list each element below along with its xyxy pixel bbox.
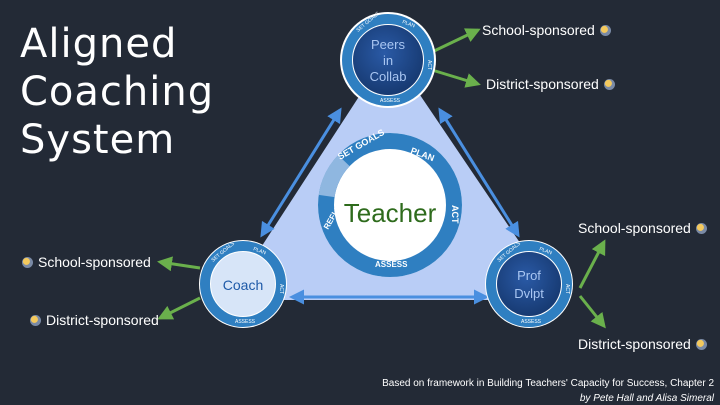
bullet-icon: [30, 314, 41, 326]
right-school-label: School-sponsored: [578, 220, 707, 236]
slide-title: Aligned Coaching System: [20, 20, 214, 164]
coach-cycle-act: ACT: [278, 284, 284, 294]
bullet-icon: [695, 338, 707, 350]
arrow-top-district: [431, 68, 481, 88]
bullet-icon: [22, 256, 33, 268]
coach-node: SET GOALS PLAN ACT ASSESS Coach: [199, 240, 287, 328]
coach-cycle-assess: ASSESS: [235, 319, 256, 325]
source-authors: by Pete Hall and Alisa Simeral: [579, 393, 714, 404]
prof-cycle-assess: ASSESS: [521, 319, 542, 325]
bullet-icon: [603, 78, 615, 90]
bullet-icon: [599, 24, 611, 36]
peers-node: SET GOALS PLAN ACT ASSESS Peers in Colla…: [340, 10, 436, 108]
prof-line-1: Prof: [517, 268, 541, 283]
coach-cycle-plan: PLAN: [252, 246, 267, 256]
peers-line-3: Collab: [370, 69, 407, 84]
peers-line-1: Peers: [371, 37, 405, 52]
coach-label: Coach: [223, 277, 263, 293]
left-school-label: School-sponsored: [22, 254, 151, 270]
left-district-text: District-sponsored: [46, 312, 159, 328]
peers-cycle-plan: PLAN: [401, 19, 416, 29]
top-school-text: School-sponsored: [482, 22, 595, 38]
prof-line-2: Dvlpt: [514, 286, 544, 301]
top-district-text: District-sponsored: [486, 76, 599, 92]
right-district-label: District-sponsored: [578, 336, 707, 352]
prof-cycle-plan: PLAN: [538, 246, 553, 256]
source-citation: Based on framework in Building Teachers'…: [382, 378, 714, 389]
top-district-label: District-sponsored: [486, 76, 615, 92]
bullet-icon: [695, 222, 707, 234]
arrow-right-school: [578, 239, 606, 289]
teacher-cycle-assess: ASSESS: [375, 260, 408, 269]
prof-dvlpt-node: SET GOALS PLAN ACT ASSESS Prof Dvlpt: [485, 240, 573, 328]
teacher-cycle: SET GOALS PLAN ACT ASSESS REFLECT & ADJU…: [318, 127, 462, 277]
top-school-label: School-sponsored: [482, 22, 611, 38]
prof-cycle-act: ACT: [564, 284, 570, 294]
arrow-top-school: [431, 28, 481, 54]
arrow-top-left: [260, 107, 342, 238]
peers-cycle-act: ACT: [426, 60, 432, 70]
teacher-label: Teacher: [344, 198, 437, 228]
left-district-label: District-sponsored: [30, 312, 159, 328]
title-line-1: Aligned: [20, 21, 178, 67]
arrow-top-right: [438, 107, 520, 238]
teacher-cycle-act: ACT: [450, 205, 460, 224]
arrow-right-district: [578, 295, 606, 329]
left-school-text: School-sponsored: [38, 254, 151, 270]
title-line-2: Coaching: [20, 69, 215, 115]
arrow-left-school: [157, 256, 201, 272]
peers-cycle-assess: ASSESS: [380, 98, 401, 104]
peers-line-2: in: [383, 53, 393, 68]
arrow-left-district: [157, 296, 201, 320]
title-line-3: System: [20, 117, 176, 163]
right-district-text: District-sponsored: [578, 336, 691, 352]
right-school-text: School-sponsored: [578, 220, 691, 236]
